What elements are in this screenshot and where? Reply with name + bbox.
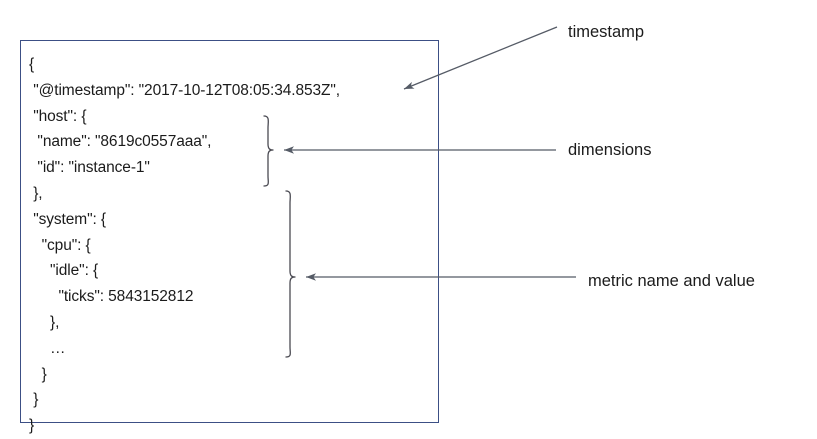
json-document-text: { "@timestamp": "2017-10-12T08:05:34.853… [29, 56, 340, 435]
annotation-label-timestamp: timestamp [568, 23, 645, 41]
annotation-label-dimensions: dimensions [568, 141, 652, 159]
annotation-label-metric-name-and-value: metric name and value [588, 272, 755, 290]
json-document-box: { "@timestamp": "2017-10-12T08:05:34.853… [20, 40, 439, 434]
